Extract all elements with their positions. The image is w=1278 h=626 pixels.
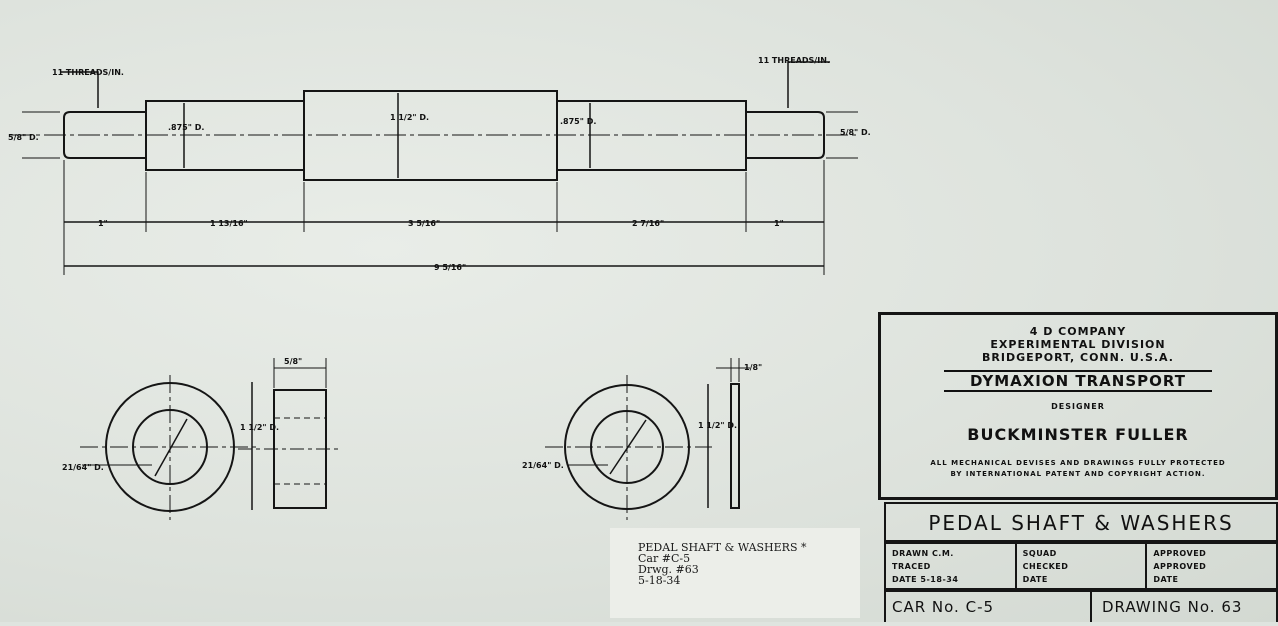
approved-field-1: APPROVED xyxy=(1153,549,1207,558)
right-washer-bore-label: 21/64" D. xyxy=(522,461,564,470)
date-field-3: DATE xyxy=(1153,575,1179,584)
length-label-4: 2 7/16" xyxy=(632,219,664,228)
length-label-3: 3 5/16" xyxy=(408,219,440,228)
drawn-field: DRAWN C.M. xyxy=(892,549,954,558)
length-label-1: 1" xyxy=(98,219,108,228)
drawing-title: PEDAL SHAFT & WASHERS xyxy=(884,502,1278,542)
length-label-2: 1 13/16" xyxy=(210,219,248,228)
note-line-1: PEDAL SHAFT & WASHERS * xyxy=(638,541,807,554)
overall-length-label: 9 5/16" xyxy=(434,263,466,272)
drawing-number: DRAWING No. 63 xyxy=(1102,598,1243,616)
legal-line-2: BY INTERNATIONAL PATENT AND COPYRIGHT AC… xyxy=(950,470,1206,478)
company-name: 4 D COMPANY xyxy=(1029,325,1127,338)
company-location: BRIDGEPORT, CONN. U.S.A. xyxy=(982,351,1174,364)
diameter-label-1: .875" D. xyxy=(168,123,204,132)
squad-column: SQUAD CHECKED DATE xyxy=(1017,544,1148,588)
approved-column: APPROVED APPROVED DATE xyxy=(1147,544,1276,588)
title-block: 4 D COMPANY EXPERIMENTAL DIVISION BRIDGE… xyxy=(878,312,1278,500)
approved-field-2: APPROVED xyxy=(1153,562,1207,571)
date-field: DATE 5-18-34 xyxy=(892,575,959,584)
checked-field: CHECKED xyxy=(1022,562,1069,571)
car-number: CAR No. C-5 xyxy=(886,592,1092,622)
shaft-section-4 xyxy=(556,100,747,171)
division-name: EXPERIMENTAL DIVISION xyxy=(990,338,1166,351)
diameter-label-3: .875" D. xyxy=(560,117,596,126)
thread-label-right: 11 THREADS/IN. xyxy=(758,56,830,65)
right-washer-od-label: 1 1/2" D. xyxy=(698,421,737,430)
brand-name: DYMAXION TRANSPORT xyxy=(944,370,1212,392)
designer-name: BUCKMINSTER FULLER xyxy=(967,425,1189,444)
note-line-3: Drwg. #63 xyxy=(638,563,699,576)
traced-field: TRACED xyxy=(892,562,931,571)
left-washer-bore-label: 21/64" D. xyxy=(62,463,104,472)
diameter-label-2: 1 1/2" D. xyxy=(390,113,429,122)
length-label-5: 1" xyxy=(774,219,784,228)
date-field-2: DATE xyxy=(1022,575,1048,584)
drawn-column: DRAWN C.M. TRACED DATE 5-18-34 xyxy=(886,544,1017,588)
shaft-thread-left xyxy=(63,111,146,159)
shaft-thread-right xyxy=(746,111,825,159)
right-washer-thickness-label: 1/8" xyxy=(744,363,762,372)
thread-label-left: 11 THREADS/IN. xyxy=(52,68,124,77)
note-line-4: 5-18-34 xyxy=(638,574,681,587)
approval-grid: DRAWN C.M. TRACED DATE 5-18-34 SQUAD CHE… xyxy=(884,542,1278,590)
end-diameter-right: 5/8" D. xyxy=(840,128,871,137)
archive-note: PEDAL SHAFT & WASHERS * Car #C-5 Drwg. #… xyxy=(610,528,860,618)
designer-label: DESIGNER xyxy=(1051,402,1105,411)
note-line-2: Car #C-5 xyxy=(638,552,691,565)
legal-line-1: ALL MECHANICAL DEVISES AND DRAWINGS FULL… xyxy=(930,459,1226,467)
squad-field: SQUAD xyxy=(1022,549,1057,558)
end-diameter-left: 5/8" D. xyxy=(8,133,39,142)
left-washer-thickness-label: 5/8" xyxy=(284,357,302,366)
drawing-number-row: CAR No. C-5 DRAWING No. 63 xyxy=(884,590,1278,622)
left-washer-od-label: 1 1/2" D. xyxy=(240,423,279,432)
right-washer-side-view xyxy=(730,383,740,509)
